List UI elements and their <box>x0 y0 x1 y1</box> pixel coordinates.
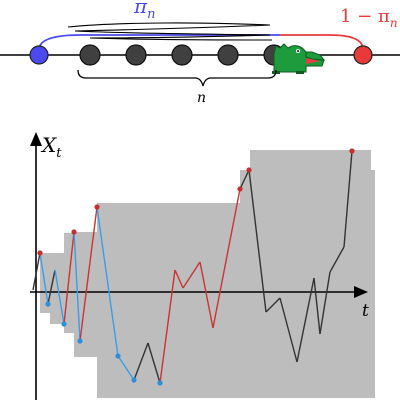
walk-segment <box>117 355 135 381</box>
walk-segment <box>279 297 298 363</box>
red-marker <box>71 229 77 235</box>
shaded-regions <box>40 150 375 398</box>
walk-segment <box>182 261 201 289</box>
n-label: n <box>197 90 206 106</box>
blue-marker <box>45 301 51 307</box>
walk-segment <box>159 269 176 384</box>
blue-marker <box>115 353 121 359</box>
walk-segment <box>296 277 315 363</box>
walk-segment <box>32 252 41 291</box>
walk-segment <box>39 252 49 305</box>
walk-segment <box>329 246 345 273</box>
dark-dot <box>171 44 193 66</box>
walk-segment <box>47 269 56 305</box>
blue-marker <box>157 380 163 386</box>
x-axis-arrowhead <box>354 286 368 298</box>
walk-segment <box>54 269 65 325</box>
pi-n-label: πn <box>133 0 156 22</box>
walk-segment <box>239 169 250 190</box>
underbrace <box>77 69 277 87</box>
dark-dot <box>217 44 239 66</box>
scribble-path <box>67 22 273 41</box>
walk-segment <box>147 342 161 384</box>
red-node <box>353 45 373 65</box>
top-diagram: πn 1 − πn n <box>0 0 400 106</box>
y-axis-arrowhead <box>30 132 42 146</box>
walk-segment <box>73 231 81 342</box>
blue-marker <box>131 377 137 383</box>
shaded-region <box>160 203 250 398</box>
red-marker <box>246 167 252 173</box>
walk-segments <box>32 150 353 384</box>
shaded-region <box>250 150 371 398</box>
walk-segment <box>319 271 331 335</box>
blue-node <box>29 45 49 65</box>
walk-markers <box>37 148 355 386</box>
dark-dot <box>125 44 147 66</box>
dark-dots <box>79 44 285 66</box>
walk-segment <box>343 150 353 248</box>
red-marker <box>94 204 100 210</box>
walk-segment <box>248 169 267 313</box>
x-axis-label: t <box>362 301 369 321</box>
walk-segment <box>199 261 214 329</box>
crocodile-icon <box>272 43 326 74</box>
y-axis-label: Xt <box>40 133 62 161</box>
walk-segment <box>96 206 119 357</box>
walk-segment <box>212 188 241 329</box>
blue-marker <box>61 321 67 327</box>
walk-segment <box>174 269 184 289</box>
one-minus-pi-n-label: 1 − πn <box>340 6 398 30</box>
walk-segment <box>265 297 281 313</box>
walk-segment <box>133 342 149 381</box>
walk-segment <box>63 231 75 325</box>
dark-dot <box>79 44 101 66</box>
red-marker <box>237 186 243 192</box>
red-marker <box>349 148 355 154</box>
walk-segment <box>79 206 98 342</box>
walk-segment <box>313 277 321 335</box>
pi-arrow <box>38 34 280 49</box>
random-walk-plot: Xt t <box>30 132 375 400</box>
blue-marker <box>77 338 83 344</box>
red-marker <box>37 250 43 256</box>
